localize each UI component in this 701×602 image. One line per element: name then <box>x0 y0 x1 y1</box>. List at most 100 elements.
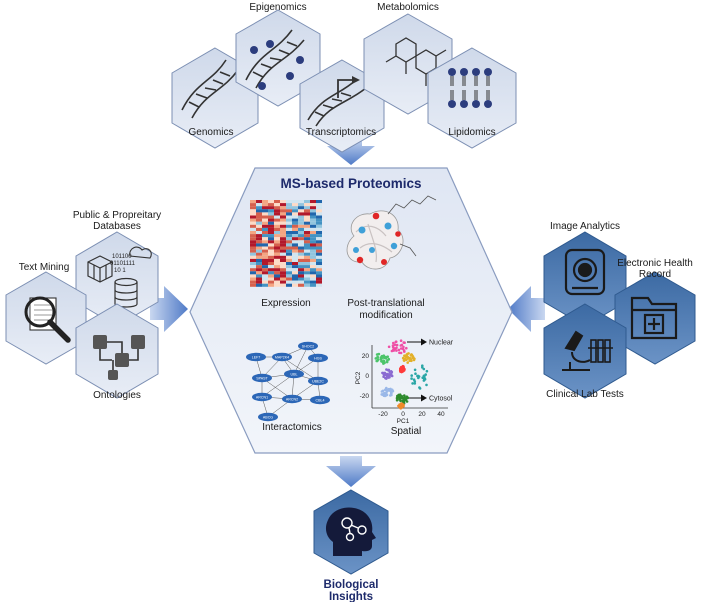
heatmap-cell <box>310 243 316 247</box>
scatter-point <box>399 370 402 373</box>
heatmap-cell <box>304 231 310 235</box>
heatmap-cell <box>316 237 322 241</box>
scatter-point <box>405 395 409 399</box>
heatmap-cell <box>310 224 316 228</box>
scatter-point <box>411 356 414 360</box>
scatter-point <box>385 368 388 371</box>
heatmap-cell <box>268 255 274 259</box>
heatmap-cell <box>286 215 292 219</box>
network-node <box>282 394 302 404</box>
heatmap-cell <box>268 280 274 284</box>
heatmap-cell <box>292 258 298 262</box>
heatmap-cell <box>304 200 310 204</box>
heatmap-cell <box>304 277 310 281</box>
heatmap-cell <box>256 243 262 247</box>
network-node-label: CBL4 <box>316 398 325 402</box>
right-clinical-cluster: Image Analytics Electronic Health Record… <box>543 221 696 400</box>
heatmap-cell <box>250 200 256 204</box>
heatmap-cell <box>286 209 292 213</box>
heatmap-cell <box>298 203 304 207</box>
heatmap-cell <box>256 221 262 225</box>
heatmap-cell <box>250 227 256 231</box>
heatmap-cell <box>310 252 316 256</box>
heatmap-cell <box>274 258 280 262</box>
y-tick-3: -20 <box>360 393 370 400</box>
heatmap-cell <box>250 234 256 238</box>
heatmap-cell <box>280 218 286 222</box>
heatmap-cell <box>274 212 280 216</box>
heatmap-cell <box>268 224 274 228</box>
scatter-point <box>405 346 408 350</box>
heatmap-cell <box>316 212 322 216</box>
heatmap-cell <box>268 234 274 238</box>
y-tick-2: 0 <box>365 373 369 380</box>
scatter-point <box>413 368 417 372</box>
scatter-point <box>395 349 398 352</box>
heatmap-cell <box>250 206 256 210</box>
heatmap-cell <box>310 246 316 250</box>
scatter-point <box>384 372 387 376</box>
heatmap-cell <box>298 265 304 269</box>
heatmap-cell <box>256 206 262 210</box>
network-edge <box>293 345 309 375</box>
heatmap-cell <box>298 252 304 256</box>
scatter-point <box>406 355 409 359</box>
lipid-bilayer-icon <box>448 68 492 108</box>
heatmap-cell <box>304 258 310 262</box>
test-tubes-icon <box>588 339 613 363</box>
heatmap-cell <box>316 255 322 259</box>
heatmap-cell <box>292 203 298 207</box>
heatmap-cell <box>274 234 280 238</box>
heatmap-cell <box>304 209 310 213</box>
heatmap-cell <box>286 249 292 253</box>
cytosol-marker: Cytosol <box>409 394 453 403</box>
epigenomics-label: Epigenomics <box>249 2 306 13</box>
scatter-point <box>399 339 403 343</box>
scatter-point <box>400 395 404 398</box>
heatmap-cell <box>304 221 310 225</box>
heatmap-cell <box>310 237 316 241</box>
heatmap-cell <box>274 277 280 281</box>
heatmap-cell <box>298 271 304 275</box>
scatter-point <box>402 368 406 372</box>
network-node <box>258 412 278 422</box>
heatmap-cell <box>256 200 262 204</box>
scatter-point <box>382 359 385 363</box>
scatter-point <box>388 375 391 379</box>
heatmap-cell <box>274 200 280 204</box>
binary-data-icon: 101100 01101111 10 1 <box>110 246 152 274</box>
biological-insights-line1: Biological <box>324 579 379 591</box>
scatter-point <box>410 374 414 377</box>
heatmap-cell <box>250 258 256 262</box>
heatmap-cell <box>316 231 322 235</box>
heatmap-cell <box>268 237 274 241</box>
heatmap-cell <box>298 246 304 250</box>
heatmap-cell <box>262 271 268 275</box>
heatmap-cell <box>298 227 304 231</box>
network-node <box>246 352 266 362</box>
heatmap-cell <box>250 215 256 219</box>
scatter-point <box>392 341 395 345</box>
heatmap-cell <box>286 221 292 225</box>
heatmap-cell <box>274 255 280 259</box>
scatter-point <box>382 371 385 375</box>
scatter-point <box>418 386 421 389</box>
heatmap-cell <box>310 200 316 204</box>
heatmap-cell <box>316 265 322 269</box>
heatmap-cell <box>268 274 274 278</box>
heatmap-cell <box>316 280 322 284</box>
heatmap-cell <box>268 271 274 275</box>
scatter-point <box>399 399 402 403</box>
microscope-icon <box>562 330 591 371</box>
heatmap-cell <box>316 268 322 272</box>
heatmap-cell <box>256 262 262 266</box>
heatmap-cell <box>250 224 256 228</box>
x-tick-1: -20 <box>378 411 388 418</box>
transcription-icon <box>307 76 367 127</box>
scatter-point <box>385 377 388 380</box>
heatmap-cell <box>316 215 322 219</box>
heatmap-cell <box>292 265 298 269</box>
heatmap-cell <box>298 249 304 253</box>
heatmap-cell <box>268 231 274 235</box>
heatmap-cell <box>280 227 286 231</box>
